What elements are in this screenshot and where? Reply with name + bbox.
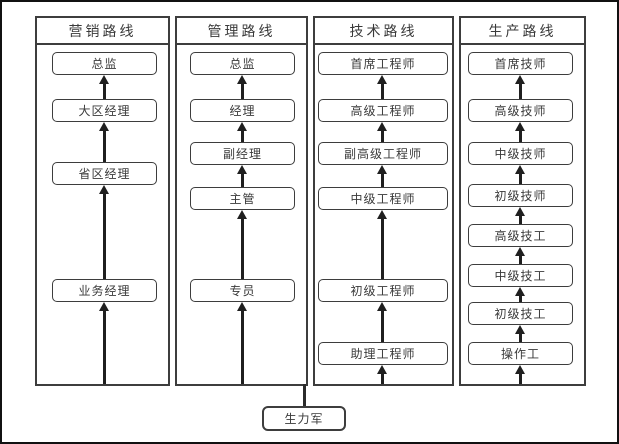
node-assistant-engineer: 助理工程师 <box>318 342 448 365</box>
arrow-up-icon <box>99 122 110 162</box>
node-senior-worker: 高级技工 <box>468 224 573 247</box>
node-junior-engineer: 初级工程师 <box>318 279 448 302</box>
node-intermediate-technician: 中级技师 <box>468 142 573 165</box>
node-intermediate-engineer: 中级工程师 <box>318 187 448 210</box>
arrow-up-icon <box>377 165 388 187</box>
node-director-marketing: 总监 <box>52 52 157 75</box>
node-senior-technician: 高级技师 <box>468 99 573 122</box>
arrow-up-icon <box>515 75 526 99</box>
node-director-management: 总监 <box>190 52 295 75</box>
node-specialist: 专员 <box>190 279 295 302</box>
arrow-up-icon <box>377 210 388 279</box>
arrow-up-icon <box>99 185 110 279</box>
arrow-up-icon <box>377 75 388 99</box>
arrow-up-icon <box>237 165 248 187</box>
arrow-up-icon <box>237 210 248 279</box>
node-province-manager: 省区经理 <box>52 162 157 185</box>
arrow-up-icon <box>515 165 526 184</box>
column-header-management: 管理路线 <box>177 18 306 45</box>
node-junior-worker: 初级技工 <box>468 302 573 325</box>
arrow-up-icon <box>515 247 526 264</box>
node-region-manager: 大区经理 <box>52 99 157 122</box>
node-junior-technician: 初级技师 <box>468 184 573 207</box>
arrow-up-icon <box>377 122 388 142</box>
arrow-up-icon <box>99 302 110 384</box>
node-intermediate-worker: 中级技工 <box>468 264 573 287</box>
node-chief-engineer: 首席工程师 <box>318 52 448 75</box>
arrow-up-icon <box>515 207 526 224</box>
column-header-production: 生产路线 <box>461 18 584 45</box>
column-header-technical: 技术路线 <box>315 18 452 45</box>
arrow-up-icon <box>515 287 526 302</box>
node-deputy-manager: 副经理 <box>190 142 295 165</box>
arrow-up-icon <box>515 365 526 384</box>
arrow-up-icon <box>99 75 110 99</box>
arrow-up-icon <box>377 302 388 342</box>
node-supervisor: 主管 <box>190 187 295 210</box>
arrow-up-icon <box>515 122 526 142</box>
node-chief-technician: 首席技师 <box>468 52 573 75</box>
arrow-up-icon <box>515 325 526 342</box>
arrow-up-icon <box>237 122 248 142</box>
node-sub-senior-engineer: 副高级工程师 <box>318 142 448 165</box>
node-senior-engineer: 高级工程师 <box>318 99 448 122</box>
root-node-reserve-force: 生力军 <box>262 406 346 431</box>
arrow-up-icon <box>237 302 248 384</box>
arrow-up-icon <box>377 365 388 384</box>
column-header-marketing: 营销路线 <box>37 18 168 45</box>
arrow-up-icon <box>237 75 248 99</box>
node-operator: 操作工 <box>468 342 573 365</box>
connector-line <box>303 384 306 406</box>
node-manager: 经理 <box>190 99 295 122</box>
node-business-manager: 业务经理 <box>52 279 157 302</box>
